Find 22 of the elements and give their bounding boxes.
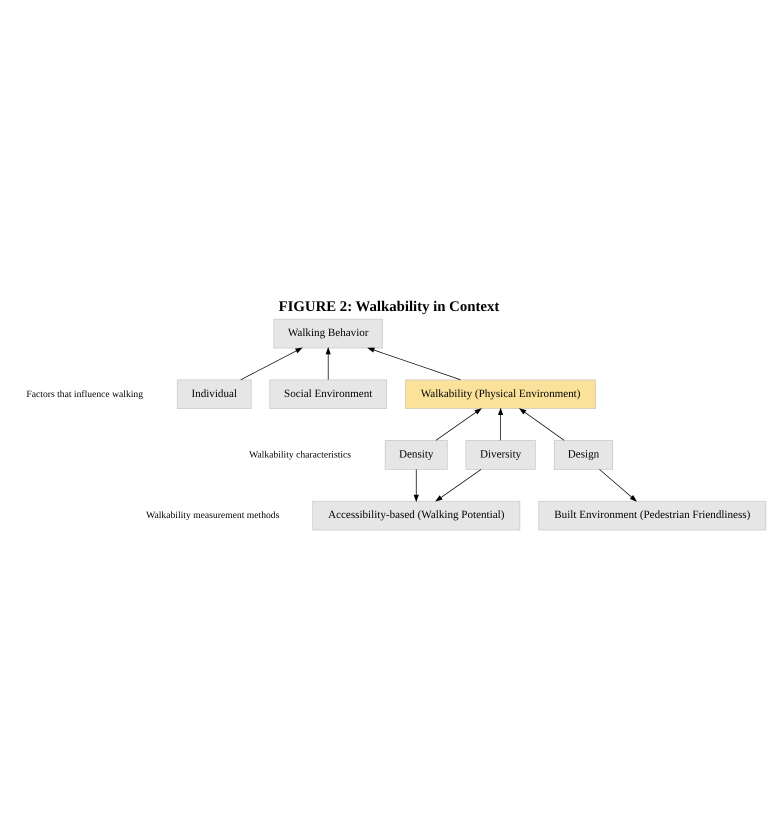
- node-box: Individual: [176, 378, 252, 409]
- arrow: [414, 468, 419, 502]
- node-box: Walking Behavior: [273, 318, 383, 348]
- arrow: [436, 408, 482, 440]
- label: Walkability measurement methods: [146, 510, 280, 521]
- node-box: Built Environment (Pedestrian Friendliness): [538, 500, 766, 530]
- arrow: [599, 468, 638, 502]
- node-box: Social Environment: [269, 378, 388, 409]
- arrow: [367, 347, 461, 380]
- node-box: Diversity: [465, 440, 536, 470]
- label: Walkability characteristics: [249, 448, 352, 460]
- node-box: Walkability (Physical Environment): [405, 378, 596, 409]
- node-box: Density: [384, 440, 448, 470]
- arrow: [518, 408, 564, 440]
- arrow: [435, 468, 482, 502]
- node-box: Design: [554, 440, 614, 470]
- arrow: [498, 407, 504, 440]
- arrow: [240, 347, 303, 380]
- arrow: [326, 346, 331, 380]
- node-box: Accessibility-based (Walking Potential): [312, 500, 520, 530]
- label: Factors that influence walking: [26, 388, 144, 400]
- diagram-title: FIGURE 2: Walkability in Context: [278, 298, 500, 315]
